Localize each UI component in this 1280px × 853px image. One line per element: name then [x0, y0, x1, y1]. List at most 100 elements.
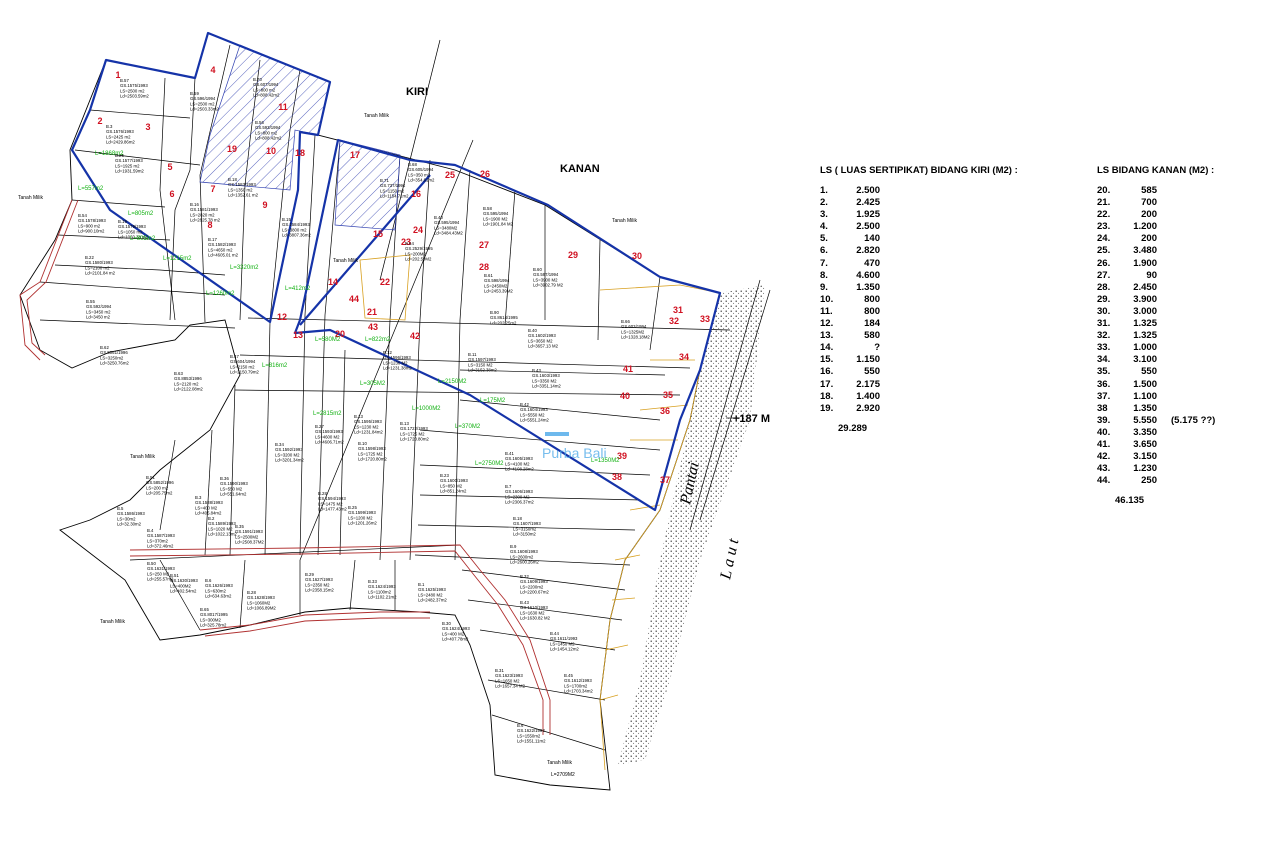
- parcel-info-line: Ld=851.24m2: [440, 489, 467, 494]
- row-index: 43.: [1097, 463, 1111, 475]
- parcel-info-line: B.12: [383, 350, 392, 355]
- parcel-info-line: B.33: [368, 579, 377, 584]
- row-value: 1.325: [1133, 330, 1157, 342]
- parcel-info-line: LS=1700m2: [564, 683, 588, 688]
- parcel-info-line: B.11: [468, 352, 477, 357]
- parcel-info-line: GS.1589/1993: [208, 521, 236, 526]
- parcel-info-line: LS=2100 m2: [85, 265, 110, 270]
- yellow-parcels: [359, 254, 721, 771]
- row-value: 1.400: [856, 390, 880, 402]
- parcel-info-line: B.66: [621, 319, 630, 324]
- parcel-info-line: B.35: [235, 524, 244, 529]
- area-measurement: L=412m2: [285, 286, 311, 292]
- parcel-info-line: GS.1586/1993: [117, 511, 145, 516]
- parcel-info-line: Ld=3807.36m2: [282, 233, 311, 238]
- parcel-info-line: LS=1725 M2: [358, 451, 383, 456]
- parcel-info-line: GS.605/1994: [408, 167, 434, 172]
- parcel-info-line: B.22: [85, 255, 94, 260]
- row-value: 2.500: [856, 185, 880, 196]
- row-index: 15.: [820, 354, 834, 366]
- row-value: 200: [1141, 233, 1157, 245]
- parcel-number: 11: [278, 102, 288, 112]
- parcel-number: 43: [368, 322, 378, 332]
- parcel-info-line: Ld=354.61m2: [408, 178, 435, 183]
- row-index: 16.: [820, 366, 834, 378]
- row-index: 25.: [1097, 245, 1111, 257]
- parcel-number: 17: [350, 150, 360, 160]
- parcel-info-line: B.30: [442, 621, 451, 626]
- parcel-info-line: LS=3350 M2: [532, 378, 557, 383]
- row-index: 38: [1097, 402, 1108, 414]
- bottom-area-label: L=2709M2: [551, 772, 575, 778]
- parcel-info-line: LS=4600 M2: [315, 434, 340, 439]
- area-measurement: L=1260m2: [206, 291, 235, 297]
- distance-marker: [689, 279, 771, 531]
- table-row: 43.1.230: [1097, 463, 1215, 475]
- row-index: 24.: [1097, 233, 1111, 245]
- area-measurement: L=557m2: [78, 186, 104, 192]
- row-index: 7.: [820, 257, 828, 269]
- parcel-info-line: B.43: [532, 368, 541, 373]
- parcel-number: 13: [293, 330, 303, 340]
- parcel-info-line: Ld=1720.80m2: [400, 437, 429, 442]
- parcel-info-line: GS.1611/1993: [550, 636, 578, 641]
- kanan-label: KANAN: [560, 163, 600, 175]
- parcel-info-line: Ld=32.30m2: [117, 522, 142, 527]
- parcel-number: 12: [277, 312, 287, 322]
- parcel-info-line: GS.607/1994: [253, 82, 279, 87]
- parcel-info-line: LS=1925 m2: [115, 163, 140, 168]
- parcel-number: 44: [349, 294, 359, 304]
- parcel-info-line: Ld=1066.89M2: [247, 606, 276, 611]
- parcel-info-line: B.17: [208, 237, 217, 242]
- parcel-info-line: GS.1582/1993: [208, 242, 236, 247]
- parcel-info-line: B.25: [348, 505, 357, 510]
- row-value: 4.600: [856, 269, 880, 281]
- table-row: 35.550: [1097, 366, 1215, 378]
- parcel-number: 34: [679, 352, 689, 362]
- parcel-info-line: Ld=1931.59m2: [115, 169, 144, 174]
- parcel-number: 27: [479, 240, 489, 250]
- parcel-info-line: LS=1020 M2: [208, 526, 233, 531]
- row-value: 1.100: [1133, 390, 1157, 402]
- area-measurement: L=3320m2: [230, 265, 259, 271]
- table-row: 6.2.820: [820, 245, 1018, 257]
- table-row: 34.3.100: [1097, 354, 1215, 366]
- parcel-info-line: Ld=1231.38m2: [383, 366, 412, 371]
- parcel-info-line: Ld=5551.24m2: [520, 418, 549, 423]
- row-value: 3.150: [1133, 451, 1157, 463]
- table-row: 39.5.550(5.175 ??): [1097, 415, 1215, 427]
- parcel-info-line: GS.1591/1993: [235, 529, 263, 534]
- parcel-info-line: LS=1350 m2: [228, 187, 253, 192]
- parcel-info-line: LS=200 m2: [146, 485, 169, 490]
- parcel-info-line: B.34: [275, 442, 284, 447]
- row-value: 1.200: [1133, 221, 1157, 233]
- parcel-info-line: LS=1900 M2: [483, 216, 508, 221]
- parcel-info-line: Ld=3484.43M2: [434, 231, 463, 236]
- parcel-info-line: LS=2500 m2: [120, 88, 145, 93]
- parcel-info-line: LS=3150 M2: [468, 362, 493, 367]
- row-index: 29.: [1097, 293, 1111, 305]
- parcel-info-line: Ld=4606.71m2: [315, 440, 344, 445]
- table-row: 33.1.000: [1097, 342, 1215, 354]
- table-row: 3.1.925: [820, 209, 1018, 221]
- parcel-info-line: B.1: [418, 582, 425, 587]
- parcel-info-line: Ld=2150.79m2: [230, 370, 259, 375]
- row-value: 90: [1146, 269, 1157, 281]
- road: [19, 199, 551, 735]
- table-row: 29.3.900: [1097, 294, 1215, 306]
- row-index: 36.: [1097, 378, 1111, 390]
- table-row: 27.90: [1097, 270, 1215, 282]
- area-measurement: L=1868m2: [95, 151, 124, 157]
- parcel-info-line: GS.1603/1993: [532, 373, 560, 378]
